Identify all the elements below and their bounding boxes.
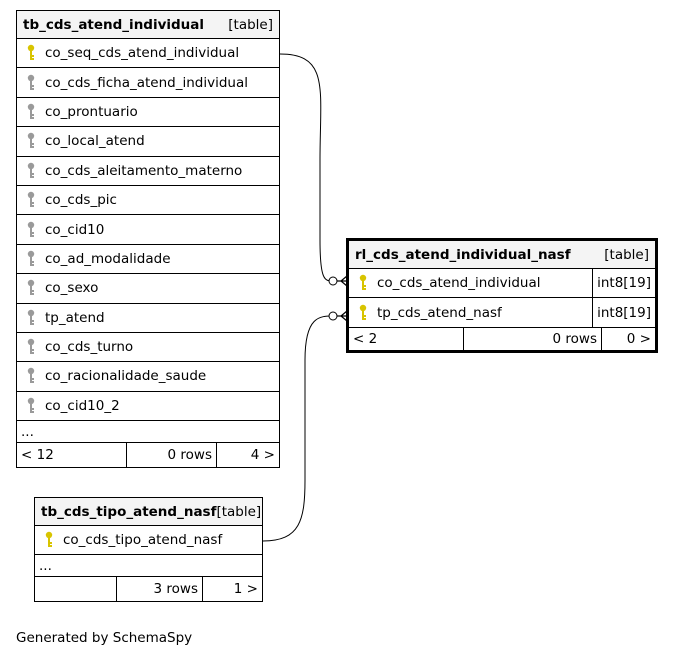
column-row[interactable]: co_cds_ficha_atend_individual [17, 68, 279, 98]
table-rl-cds-atend-individual-nasf[interactable]: rl_cds_atend_individual_nasf [table] co_… [346, 238, 658, 353]
relation-line-tipo-to-nasf [262, 315, 334, 542]
column-row[interactable]: co_cid10_2 [17, 392, 279, 422]
column-row[interactable]: co_cds_tipo_atend_nasf [35, 526, 262, 556]
generated-by-label: Generated by SchemaSpy [16, 630, 193, 646]
foreign-key-icon [23, 103, 39, 121]
parents-count[interactable]: < 2 [353, 330, 378, 347]
foreign-key-icon [23, 221, 39, 239]
column-name: co_racionalidade_saude [45, 368, 207, 385]
foreign-key-icon [23, 397, 39, 415]
column-name: co_seq_cds_atend_individual [45, 45, 240, 62]
column-name: co_cds_pic [45, 192, 117, 209]
column-name: co_prontuario [45, 103, 138, 120]
column-row[interactable]: co_cds_aleitamento_materno [17, 157, 279, 186]
column-row[interactable]: co_prontuario [17, 98, 279, 128]
foreign-key-icon [23, 162, 39, 180]
column-row[interactable]: co_cds_turno [17, 333, 279, 363]
row-count: 0 rows [126, 443, 216, 468]
column-name: co_cds_turno [45, 339, 134, 356]
relation-end-circle-1 [328, 276, 338, 286]
table-footer: < 12 0 rows 4 > [17, 443, 279, 468]
column-row[interactable]: co_ad_modalidade [17, 245, 279, 275]
column-name: co_ad_modalidade [45, 250, 171, 267]
column-type: int8[19] [592, 269, 655, 298]
column-type: int8[19] [592, 298, 655, 327]
table-header: tb_cds_atend_individual [table] [17, 11, 279, 39]
table-tb-cds-tipo-atend-nasf[interactable]: tb_cds_tipo_atend_nasf [table] co_cds_ti… [34, 497, 263, 603]
table-header: tb_cds_tipo_atend_nasf [table] [35, 498, 262, 526]
primary-key-icon [23, 44, 39, 62]
primary-key-icon [355, 304, 371, 322]
children-count[interactable]: 4 > [216, 443, 279, 468]
column-row[interactable]: co_sexo [17, 274, 279, 304]
table-name: rl_cds_atend_individual_nasf [355, 246, 571, 263]
foreign-key-icon [23, 250, 39, 268]
column-row[interactable]: co_cds_atend_individual int8[19] [349, 269, 655, 299]
column-row[interactable]: co_seq_cds_atend_individual [17, 39, 279, 69]
column-row[interactable]: co_racionalidade_saude [17, 362, 279, 392]
table-footer: 3 rows 1 > [35, 577, 262, 602]
column-row[interactable]: co_local_atend [17, 127, 279, 157]
column-row[interactable]: co_cid10 [17, 215, 279, 245]
parents-count[interactable] [35, 577, 116, 601]
column-name: co_cid10 [45, 221, 105, 238]
table-kind: [table] [228, 16, 273, 33]
table-footer: < 2 0 rows 0 > [349, 327, 655, 350]
column-name: co_cds_atend_individual [377, 275, 541, 292]
children-count[interactable]: 1 > [202, 577, 262, 602]
foreign-key-icon [23, 338, 39, 356]
column-name: tp_atend [45, 309, 105, 326]
foreign-key-icon [23, 367, 39, 385]
primary-key-icon [355, 274, 371, 292]
table-tb-cds-atend-individual[interactable]: tb_cds_atend_individual [table] co_seq_c… [16, 10, 280, 469]
more-columns-ellipsis: ... [35, 555, 262, 578]
foreign-key-icon [23, 191, 39, 209]
table-kind: [table] [216, 503, 262, 520]
column-name: co_cid10_2 [45, 397, 120, 414]
column-name: co_sexo [45, 280, 99, 297]
row-count: 3 rows [116, 577, 202, 602]
table-kind: [table] [604, 246, 649, 263]
column-row[interactable]: co_cds_pic [17, 186, 279, 216]
column-row[interactable]: tp_cds_atend_nasf int8[19] [349, 298, 655, 328]
column-name: co_cds_tipo_atend_nasf [63, 532, 223, 549]
table-name: tb_cds_atend_individual [23, 16, 205, 33]
relation-line-individual-to-nasf [279, 53, 334, 282]
column-name: co_cds_aleitamento_materno [45, 162, 243, 179]
children-count[interactable]: 0 > [601, 327, 655, 350]
column-name: co_local_atend [45, 133, 145, 150]
table-header: rl_cds_atend_individual_nasf [table] [349, 241, 655, 269]
foreign-key-icon [23, 279, 39, 297]
column-row[interactable]: tp_atend [17, 304, 279, 333]
row-count: 0 rows [463, 327, 601, 350]
table-name: tb_cds_tipo_atend_nasf [41, 503, 217, 520]
column-name: co_cds_ficha_atend_individual [45, 74, 248, 91]
primary-key-icon [41, 531, 57, 549]
more-columns-ellipsis: ... [17, 421, 279, 444]
column-name: tp_cds_atend_nasf [377, 304, 502, 321]
parents-count[interactable]: < 12 [21, 447, 54, 464]
foreign-key-icon [23, 309, 39, 327]
foreign-key-icon [23, 74, 39, 92]
relation-end-circle-2 [328, 311, 338, 321]
foreign-key-icon [23, 132, 39, 150]
